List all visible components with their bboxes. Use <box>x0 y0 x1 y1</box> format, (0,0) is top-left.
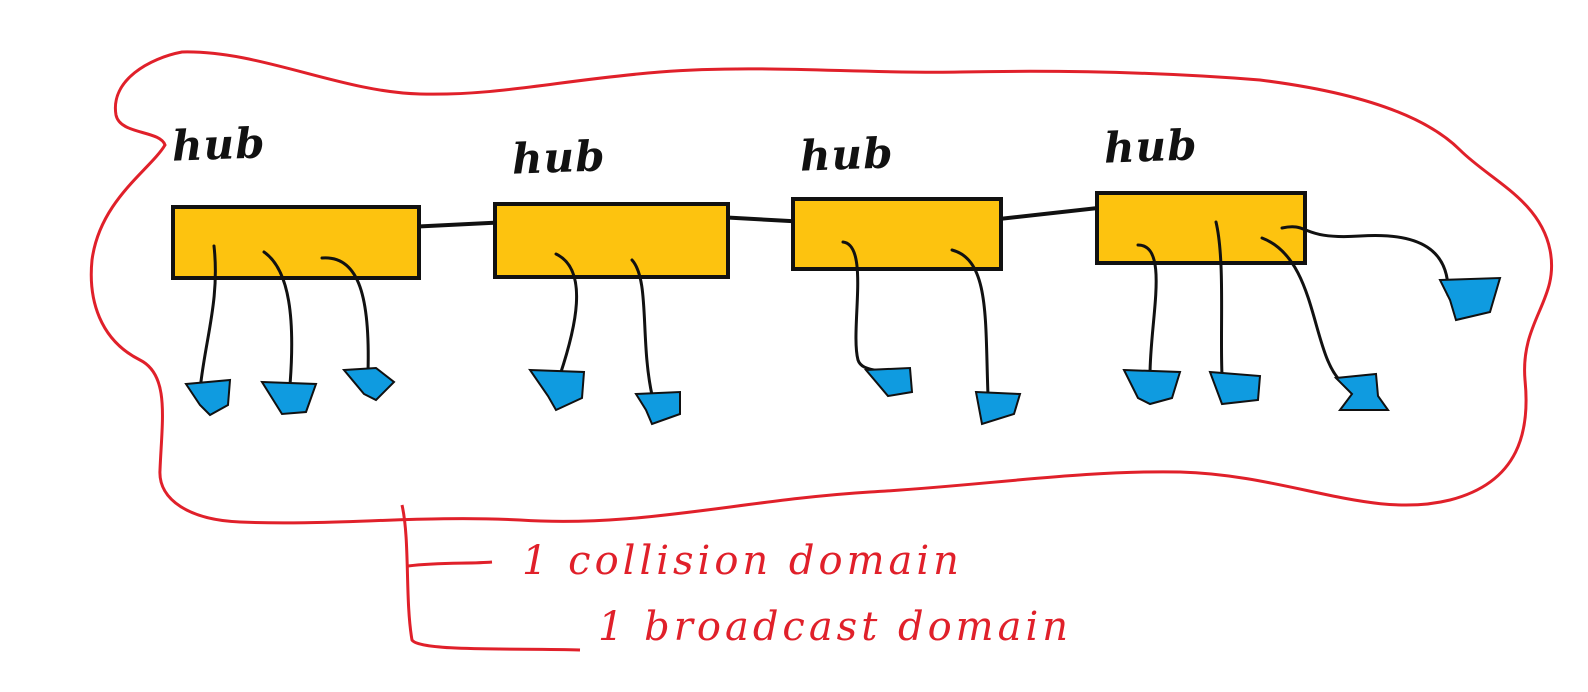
collision-domain-label: 1 collision domain <box>522 538 963 584</box>
domain-boundary <box>89 50 1553 525</box>
device-icon <box>528 368 586 412</box>
device-icon <box>974 390 1022 426</box>
devices <box>184 276 1502 426</box>
device-icon <box>1438 276 1502 322</box>
device-icon <box>1333 372 1390 411</box>
device-icon <box>863 366 914 398</box>
hub-4 <box>1095 191 1307 265</box>
device-cables <box>198 220 1450 397</box>
device-icon <box>260 380 318 416</box>
device-icon <box>1208 370 1262 406</box>
device-icon <box>341 366 396 402</box>
device-icon <box>1122 368 1182 406</box>
broadcast-domain-label: 1 broadcast domain <box>598 604 1073 650</box>
device-icon <box>634 390 681 426</box>
device-icon <box>184 378 232 417</box>
hubs <box>171 191 1307 280</box>
hub-2 <box>493 202 730 279</box>
